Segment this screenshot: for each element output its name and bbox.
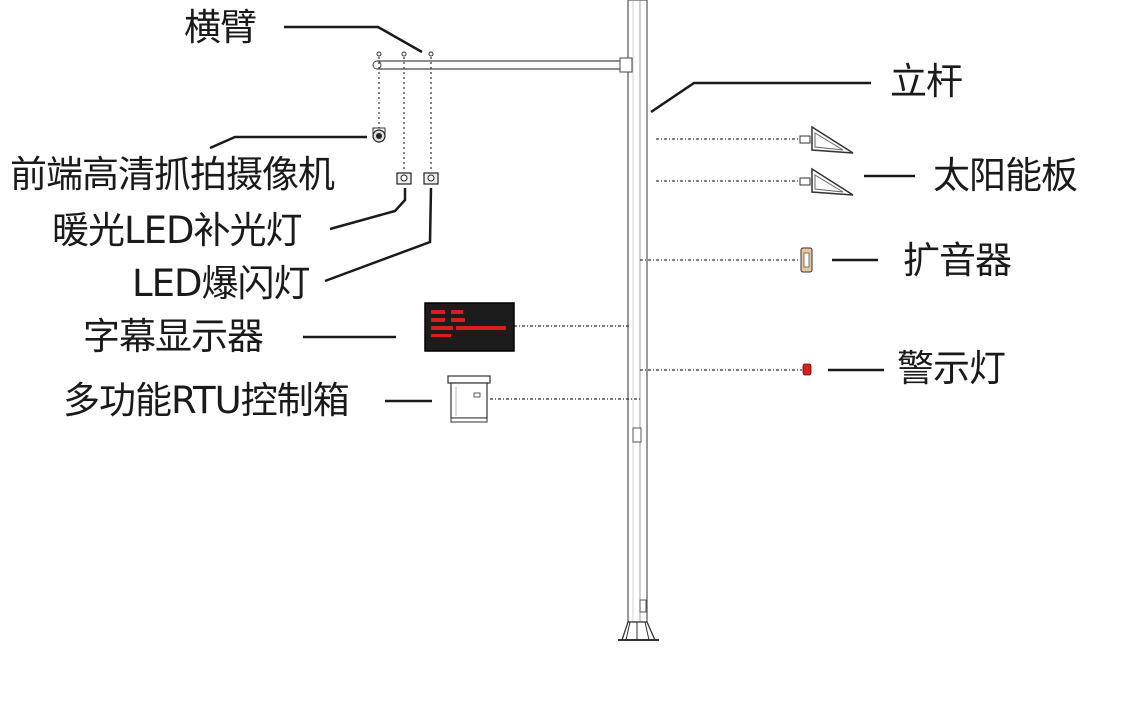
- solar-panel-top: [656, 125, 854, 154]
- label-crossarm: 横臂: [184, 6, 257, 49]
- cable-hooks: [376, 51, 434, 57]
- strobe-light-icon: [423, 172, 439, 185]
- subtitle-display: [424, 302, 630, 352]
- label-led-strobe: LED爆闪灯: [132, 262, 310, 305]
- label-speaker: 扩音器: [903, 239, 1012, 282]
- solar-panel-icon: [811, 125, 854, 154]
- label-rtu-box: 多功能RTU控制箱: [63, 379, 350, 422]
- fill-light-leader: [329, 188, 407, 231]
- label-warm-fill-light: 暖光LED补光灯: [52, 209, 302, 252]
- fill-light-icon: [396, 172, 412, 185]
- crossarm-leader: [284, 25, 423, 54]
- warning-light: [640, 363, 812, 376]
- camera-leader: [209, 135, 367, 150]
- crossarm-cables: [378, 57, 432, 172]
- warning-light-icon: [802, 363, 812, 376]
- rtu-box: [447, 375, 640, 423]
- label-warning-light: 警示灯: [897, 347, 1006, 390]
- pole-leader: [650, 81, 871, 114]
- solar-panel-icon: [811, 167, 854, 196]
- label-solar-panel: 太阳能板: [933, 154, 1078, 197]
- crossarm: [372, 57, 633, 73]
- control-box-icon: [447, 375, 491, 423]
- solar-panel-bottom: [656, 167, 854, 196]
- camera-icon: [372, 127, 386, 143]
- strobe-leader: [324, 187, 433, 283]
- label-camera: 前端高清抓拍摄像机: [10, 153, 335, 196]
- label-subtitle-display: 字幕显示器: [83, 315, 264, 358]
- speaker: [640, 247, 813, 273]
- label-pole: 立杆: [890, 60, 963, 103]
- pole: [618, 0, 659, 641]
